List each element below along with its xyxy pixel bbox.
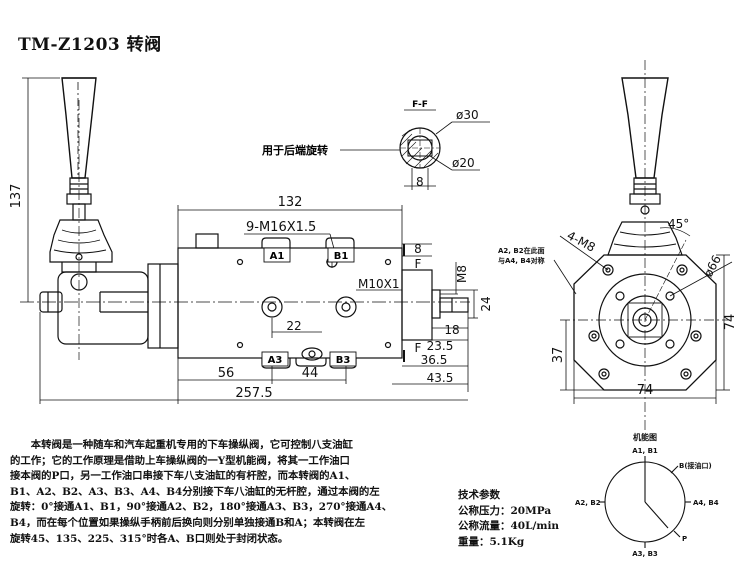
- port-note-line2: 与A4, B4对称: [498, 256, 545, 265]
- section-f-f: [340, 109, 490, 190]
- dim-132: 132: [278, 195, 303, 210]
- dim-phi20: ø20: [452, 156, 475, 170]
- description-line: 旋转45、135、225、315°时各A、B口则处于封闭状态。: [10, 532, 289, 545]
- dim-43-5: 43.5: [427, 371, 454, 385]
- dim-257-5: 257.5: [235, 386, 272, 401]
- port-a1-label: A1: [270, 251, 285, 262]
- rubber-boot: [49, 219, 113, 263]
- dim-137: 137: [9, 184, 24, 209]
- dim-56: 56: [218, 366, 235, 381]
- specs-heading: 技术参数: [458, 489, 500, 501]
- dim-74-horizontal: 74: [637, 383, 654, 398]
- dim-phi30: ø30: [456, 108, 479, 122]
- description-line: B4，而在每个位置如果操纵手柄前后换向则分别单独接通B和A；本转阀在左: [10, 516, 365, 529]
- symbol-p-label: P: [682, 535, 687, 543]
- section-f-f-label: F-F: [412, 100, 428, 110]
- section-mark-top: F: [415, 257, 422, 271]
- port-a3-label: A3: [268, 355, 283, 366]
- symbol-left-label: A2, B2: [575, 499, 601, 507]
- spec-pressure: 公称压力：20MPa: [458, 504, 552, 517]
- section-mark-bottom: F: [415, 341, 422, 355]
- port-b3-label: B3: [336, 355, 351, 366]
- shaft-end: [439, 297, 469, 313]
- dim-8-section: 8: [416, 175, 424, 189]
- symbol-top-label: A1, B1: [632, 447, 658, 455]
- dim-m10: M10X1: [358, 277, 399, 291]
- symbol-bottom-label: A3, B3: [632, 550, 658, 558]
- technical-specs: 技术参数 公称压力：20MPa 公称流量：40L/min 重量：5.1Kg: [458, 488, 559, 550]
- dim-24: 24: [479, 296, 493, 311]
- description-line: 旋转：0°接通A1、B1，90°接通A2、B2，180°接通A3、B3，270°…: [10, 501, 393, 514]
- symbol-heading: 机能图: [633, 432, 657, 442]
- description-text: 本转阀是一种随车和汽车起重机专用的下车操纵阀，它可控制八支油缸 的工作；它的工作…: [10, 438, 445, 547]
- dim-18: 18: [444, 323, 459, 337]
- dim-thread: 9-M16X1.5: [246, 220, 316, 235]
- port-note-line1: A2, B2在此面: [498, 246, 545, 255]
- dim-8-top: 8: [414, 242, 422, 256]
- dim-36-5: 36.5: [421, 353, 448, 367]
- description-line: 的工作；它的工作原理是借助上车操纵阀的一Y型机能阀，将其一工作油口: [10, 454, 350, 467]
- rotate-note: 用于后端旋转: [262, 143, 328, 157]
- spec-flow: 公称流量：40L/min: [458, 520, 560, 532]
- description-line: B1、A2、B2、A3、B3、A4、B4分别接下车八油缸的无杆腔，通过本阀的左: [10, 485, 380, 498]
- dim-44: 44: [302, 366, 319, 381]
- dim-m8: M8: [455, 265, 469, 283]
- description-line: 接本阀的P口，另一工作油口串接下车八支油缸的有杆腔，而本转阀的A1、: [10, 470, 356, 483]
- description-line: 本转阀是一种随车和汽车起重机专用的下车操纵阀，它可控制八支油缸: [10, 439, 353, 451]
- technical-drawing: A1 B1 A3 B3 137 132 9-M16X1.5 8 M10X1 M8…: [9, 60, 738, 430]
- dimension-labels: 137 132 9-M16X1.5 8 M10X1 M8 24 18 23.5 …: [9, 100, 738, 401]
- symbol-right-top-label: B(接油口): [679, 461, 712, 470]
- dim-45-deg: 45°: [668, 217, 689, 231]
- dim-22: 22: [286, 319, 301, 333]
- dim-23-5: 23.5: [427, 339, 454, 353]
- symbol-right-label: A4, B4: [693, 499, 719, 507]
- dim-74-vertical: 74: [723, 314, 738, 331]
- spec-weight: 重量：5.1Kg: [458, 535, 525, 548]
- port-b1-label: B1: [334, 251, 349, 262]
- side-dimension-lines: [22, 77, 478, 404]
- dim-37: 37: [551, 347, 566, 364]
- port-labels: A1 B1 A3 B3: [261, 247, 357, 367]
- end-view: [553, 60, 733, 430]
- page-title: TM-Z1203 转阀: [18, 35, 162, 55]
